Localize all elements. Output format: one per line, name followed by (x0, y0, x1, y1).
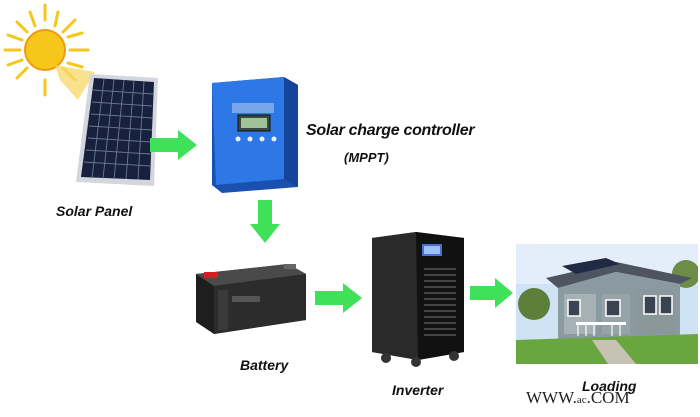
watermark-middle: ac (576, 394, 587, 406)
watermark-prefix: WWW. (526, 388, 577, 407)
battery-icon (192, 260, 310, 340)
sun-icon (0, 0, 95, 100)
charge-controller-icon (208, 75, 300, 195)
battery-label: Battery (240, 357, 289, 373)
solar-panel-icon (72, 70, 164, 190)
house-icon (516, 244, 698, 364)
watermark: WWW.ac.COM (526, 388, 630, 412)
arrow-down-icon (250, 200, 280, 244)
controller-sublabel: (MPPT) (344, 150, 389, 165)
loading-label: Loading (582, 378, 637, 394)
arrow-right-icon (470, 278, 514, 308)
arrow-right-icon (150, 130, 198, 160)
controller-label: Solar charge controller (306, 122, 475, 139)
watermark-suffix: .COM (586, 388, 630, 407)
inverter-icon (368, 228, 468, 368)
arrow-right-icon (315, 283, 363, 313)
inverter-label: Inverter (392, 382, 444, 398)
solar-panel-label: Solar Panel (56, 203, 133, 219)
